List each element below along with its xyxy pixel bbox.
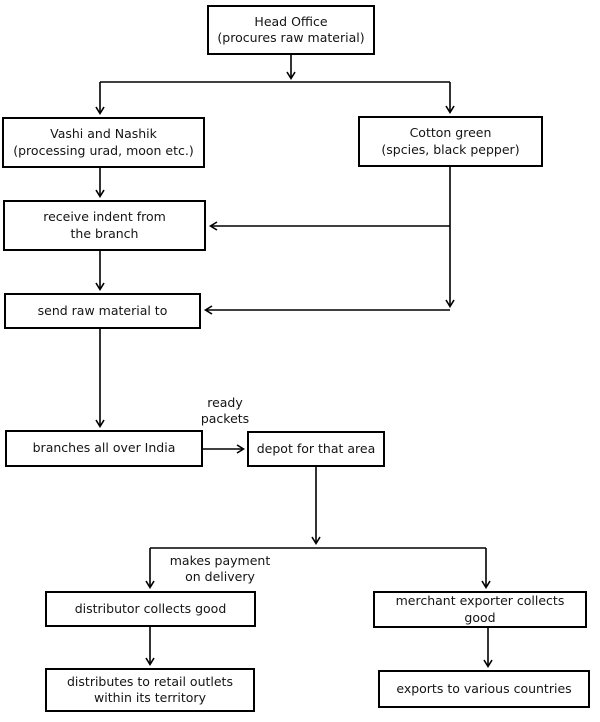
node-retail-outlets: distributes to retail outlets within its… — [45, 668, 255, 712]
node-head-office: Head Office (procures raw material) — [207, 5, 375, 55]
label-ready-packets-line2: packets — [200, 411, 250, 427]
node-vashi-nashik-line1: Vashi and Nashik — [50, 126, 157, 141]
node-merchant-exporter-line1: merchant exporter collects good — [395, 593, 565, 625]
node-receive-indent-line2: the branch — [70, 225, 139, 241]
node-merchant-exporter: merchant exporter collects good — [373, 591, 587, 628]
node-head-office-line1: Head Office — [254, 13, 328, 29]
label-makes-payment-line2: on delivery — [185, 569, 255, 585]
node-cotton-green-line1: Cotton green — [409, 125, 492, 140]
label-makes-payment-line1: makes payment — [169, 553, 271, 568]
node-depot-area-line1: depot for that area — [256, 440, 376, 456]
node-branches-india-line1: branches all over India — [32, 440, 176, 456]
node-vashi-nashik: Vashi and Nashik (processing urad, moon … — [2, 117, 205, 168]
label-ready-packets: ready packets — [180, 395, 270, 428]
node-head-office-line2: (procures raw material) — [217, 30, 365, 45]
node-distributor-line1: distributor collects good — [74, 600, 227, 616]
node-exports-countries-line1: exports to various countries — [396, 680, 572, 696]
node-retail-outlets-line1: distributes to retail outlets — [67, 673, 233, 689]
node-retail-outlets-line2: within its territory — [94, 690, 206, 705]
node-send-raw-material: send raw material to — [4, 293, 201, 329]
label-ready-packets-line1: ready — [207, 395, 243, 410]
node-cotton-green-line2: (spcies, black pepper) — [381, 141, 520, 157]
node-receive-indent: receive indent from the branch — [3, 200, 206, 251]
node-distributor: distributor collects good — [45, 591, 256, 627]
node-receive-indent-line1: receive indent from — [43, 209, 166, 224]
node-send-raw-material-line1: send raw material to — [37, 302, 168, 318]
node-vashi-nashik-line2: (processing urad, moon etc.) — [13, 142, 194, 158]
node-cotton-green: Cotton green (spcies, black pepper) — [358, 116, 543, 167]
node-branches-india: branches all over India — [5, 430, 203, 467]
node-exports-countries: exports to various countries — [378, 670, 590, 708]
label-makes-payment: makes payment on delivery — [160, 553, 280, 586]
node-depot-area: depot for that area — [247, 431, 385, 467]
